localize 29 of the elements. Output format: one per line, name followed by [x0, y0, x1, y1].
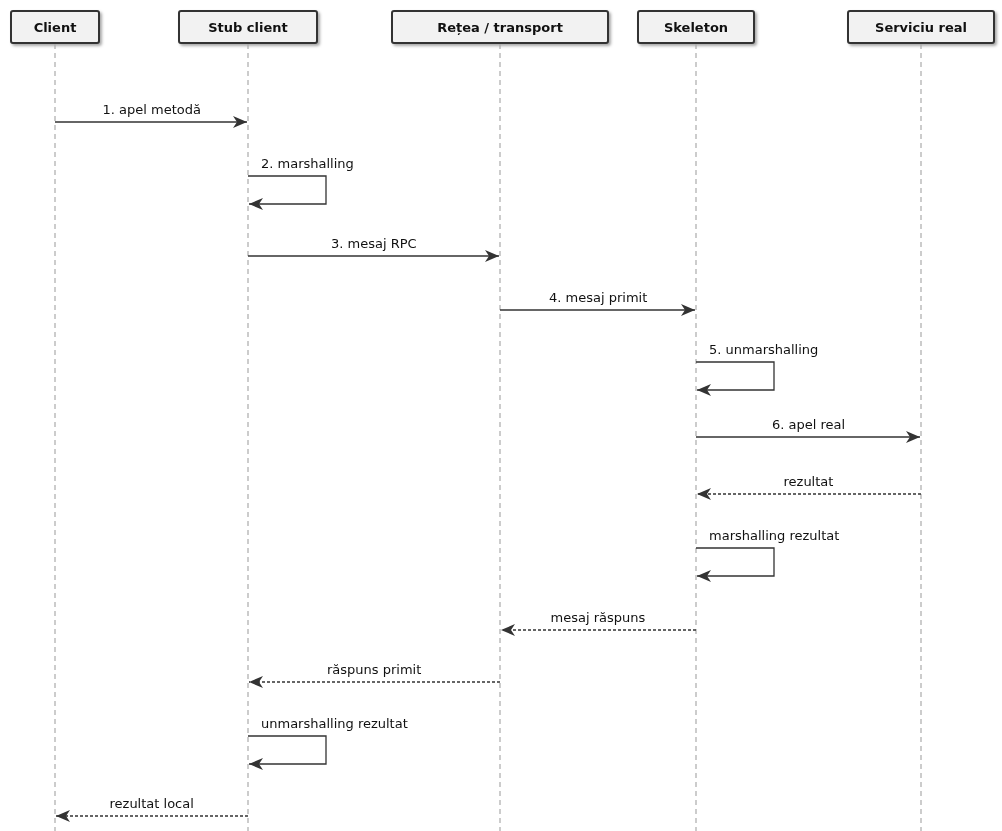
message-label: 3. mesaj RPC: [330, 236, 418, 251]
participant-box: Serviciu real: [847, 10, 995, 44]
self-message-arrow: [695, 361, 775, 396]
message-label: rezultat: [782, 474, 835, 489]
return-arrow: [248, 676, 501, 688]
return-arrow: [500, 624, 697, 636]
self-message-arrow: [695, 547, 775, 582]
message-arrow: [695, 431, 921, 443]
participant-box: Client: [10, 10, 100, 44]
participant-box: Stub client: [178, 10, 318, 44]
message-label: 6. apel real: [771, 417, 847, 432]
return-arrow: [696, 488, 922, 500]
message-label: mesaj răspuns: [549, 610, 647, 625]
message-arrow: [247, 250, 500, 262]
message-label: marshalling rezultat: [708, 528, 841, 543]
message-arrow: [54, 116, 248, 128]
participant-box: Skeleton: [637, 10, 755, 44]
message-label: unmarshalling rezultat: [260, 716, 409, 731]
message-label: 4. mesaj primit: [548, 290, 649, 305]
message-label: 2. marshalling: [260, 156, 355, 171]
self-message-arrow: [247, 735, 327, 770]
message-label: 5. unmarshalling: [708, 342, 820, 357]
message-label: răspuns primit: [326, 662, 423, 677]
message-label: 1. apel metodă: [101, 102, 202, 117]
self-message-arrow: [247, 175, 327, 210]
return-arrow: [55, 810, 249, 822]
message-arrow: [499, 304, 696, 316]
participant-box: Rețea / transport: [391, 10, 609, 44]
message-label: rezultat local: [108, 796, 195, 811]
